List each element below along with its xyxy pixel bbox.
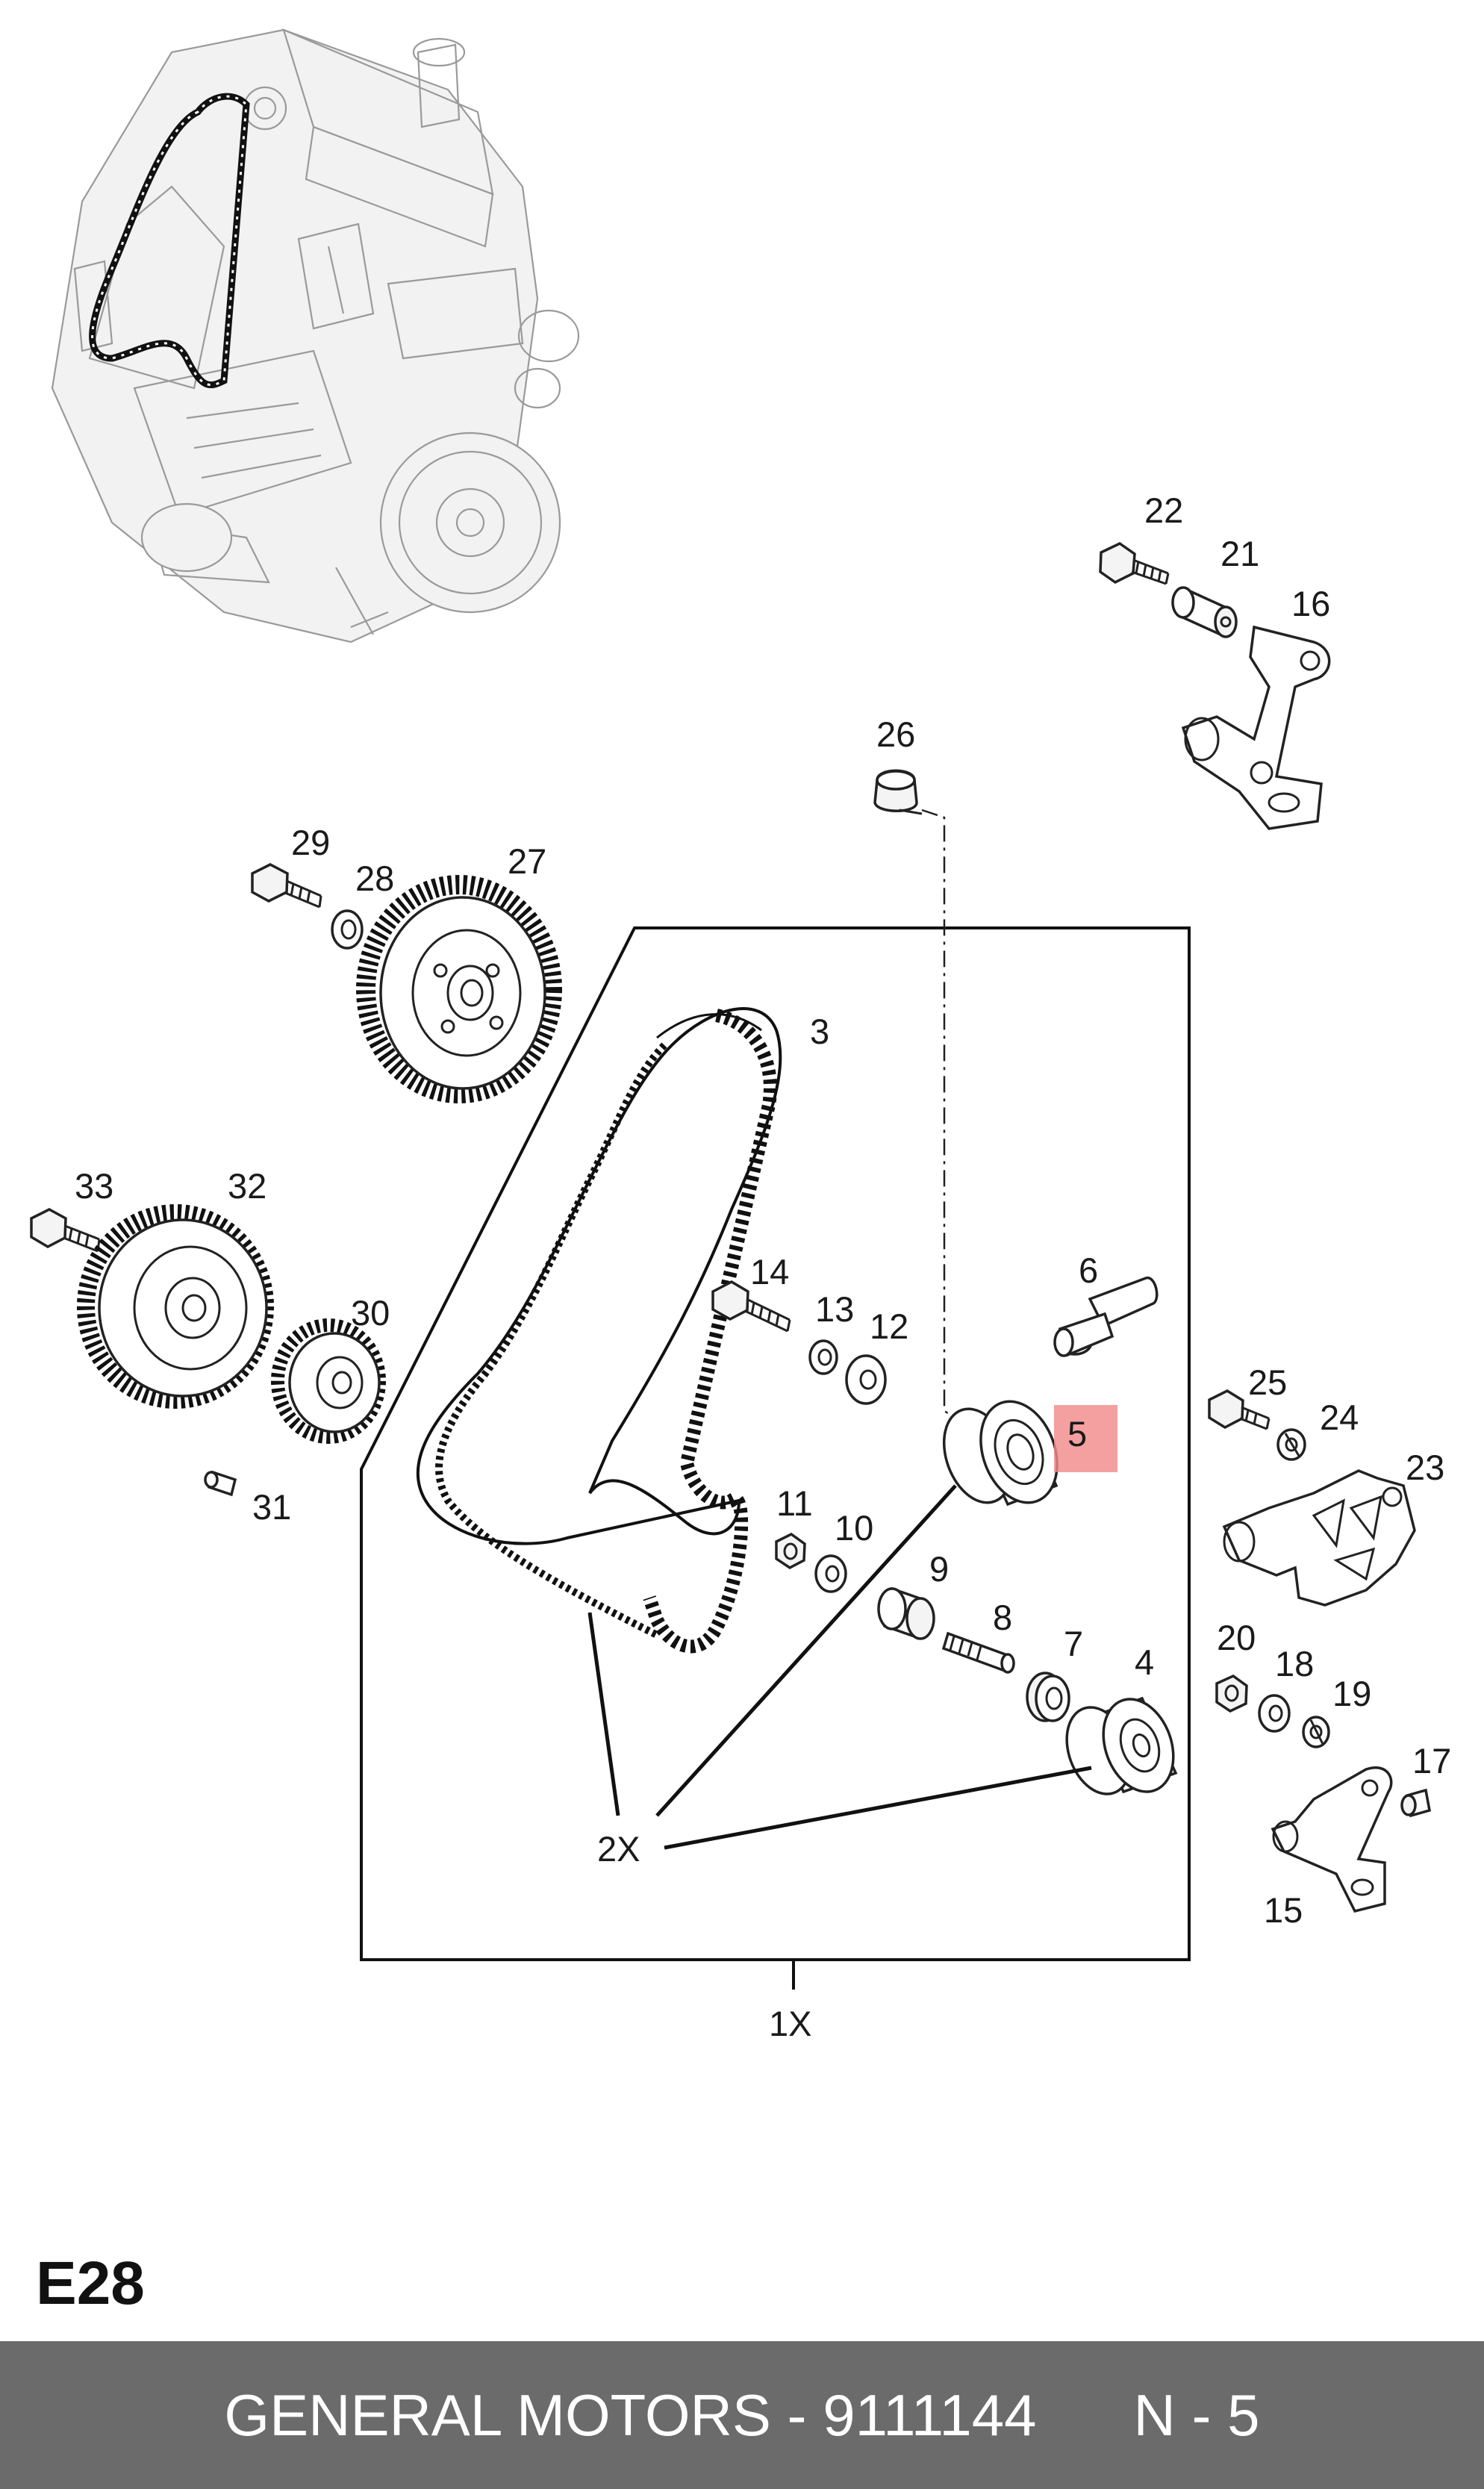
bolt-33 <box>30 1208 101 1253</box>
label-24: 24 <box>1320 1398 1359 1437</box>
label-12: 12 <box>870 1306 908 1346</box>
label-15: 15 <box>1264 1890 1303 1930</box>
label-6: 6 <box>1079 1250 1098 1290</box>
nut-20 <box>1215 1674 1248 1713</box>
bolt-22 <box>1099 541 1170 585</box>
label-32: 32 <box>228 1166 266 1206</box>
dash-dot-leader-26 <box>921 809 964 1424</box>
pin-31 <box>204 1470 237 1497</box>
label-17: 17 <box>1412 1741 1451 1781</box>
bracket-15 <box>1271 1766 1393 1913</box>
footer-position: N - 5 <box>1133 2381 1260 2448</box>
label-3: 3 <box>810 1012 829 1051</box>
bolt-25 <box>1208 1389 1271 1430</box>
label-5: 5 <box>1067 1414 1087 1454</box>
spacer-9 <box>877 1586 935 1640</box>
bushing-21 <box>1171 586 1238 638</box>
label-23: 23 <box>1406 1448 1444 1487</box>
spring-washer-19 <box>1302 1716 1330 1748</box>
washer-28 <box>331 909 364 950</box>
sprocket-32 <box>77 1204 274 1409</box>
label-4: 4 <box>1135 1642 1154 1682</box>
label-11: 11 <box>776 1483 813 1523</box>
section-code: E28 <box>36 2249 145 2317</box>
bolt-14 <box>711 1280 791 1333</box>
pin-6 <box>1053 1277 1159 1357</box>
washer-13 <box>808 1339 838 1375</box>
label-25: 25 <box>1248 1362 1287 1402</box>
kit-frame <box>360 926 1191 1961</box>
pin-17 <box>1400 1788 1432 1818</box>
footer-part-number: GENERAL MOTORS - 9111144 <box>224 2381 1037 2448</box>
spring-washer-24 <box>1276 1428 1306 1461</box>
callout-labels: 22 21 16 26 29 28 27 3 33 32 14 6 13 12 … <box>75 490 1451 2043</box>
spacer-7 <box>1026 1672 1070 1722</box>
bracket-16 <box>1181 625 1331 830</box>
label-33: 33 <box>75 1166 113 1206</box>
label-26: 26 <box>876 714 915 754</box>
label-19: 19 <box>1332 1674 1371 1713</box>
sprocket-27 <box>356 875 562 1103</box>
nut-11 <box>775 1532 806 1570</box>
bushing-26 <box>873 769 923 815</box>
bolt-29 <box>251 863 322 909</box>
engine-overview-illustration <box>51 28 580 644</box>
label-9: 9 <box>929 1549 949 1589</box>
parts-diagram: 22 21 16 26 29 28 27 3 33 32 14 6 13 12 … <box>30 28 1451 2043</box>
label-28: 28 <box>355 859 394 898</box>
label-16: 16 <box>1291 584 1330 623</box>
label-18: 18 <box>1275 1644 1314 1683</box>
label-22: 22 <box>1144 490 1183 530</box>
label-29: 29 <box>291 823 330 862</box>
leader-2x-pulley4 <box>664 1766 1092 1850</box>
footer-bar: GENERAL MOTORS - 9111144 N - 5 <box>0 2341 1484 2489</box>
label-27: 27 <box>508 841 546 881</box>
label-1x: 1X <box>769 2004 812 2043</box>
label-10: 10 <box>835 1508 873 1548</box>
gear-30 <box>271 1318 386 1444</box>
label-2x: 2X <box>597 1829 640 1869</box>
label-30: 30 <box>351 1293 390 1333</box>
leader-2x-pulley5 <box>655 1484 957 1817</box>
label-20: 20 <box>1217 1618 1256 1657</box>
idler-pulley-4 <box>1065 1696 1178 1795</box>
footer-spacer <box>1037 2381 1134 2449</box>
idler-pulley-5 <box>942 1400 1059 1507</box>
washer-18 <box>1258 1694 1291 1733</box>
leader-2x-belt <box>587 1612 620 1816</box>
bracket-23 <box>1222 1469 1416 1607</box>
timing-belt <box>416 1007 782 1654</box>
washer-10 <box>814 1554 847 1593</box>
label-14: 14 <box>750 1252 789 1292</box>
washer-12 <box>845 1354 887 1405</box>
label-31: 31 <box>252 1487 291 1527</box>
label-13: 13 <box>815 1289 854 1329</box>
label-21: 21 <box>1220 534 1259 573</box>
highlight-box <box>1054 1405 1117 1472</box>
label-8: 8 <box>993 1598 1012 1637</box>
bolt-8 <box>941 1631 1015 1674</box>
label-7: 7 <box>1064 1624 1083 1663</box>
